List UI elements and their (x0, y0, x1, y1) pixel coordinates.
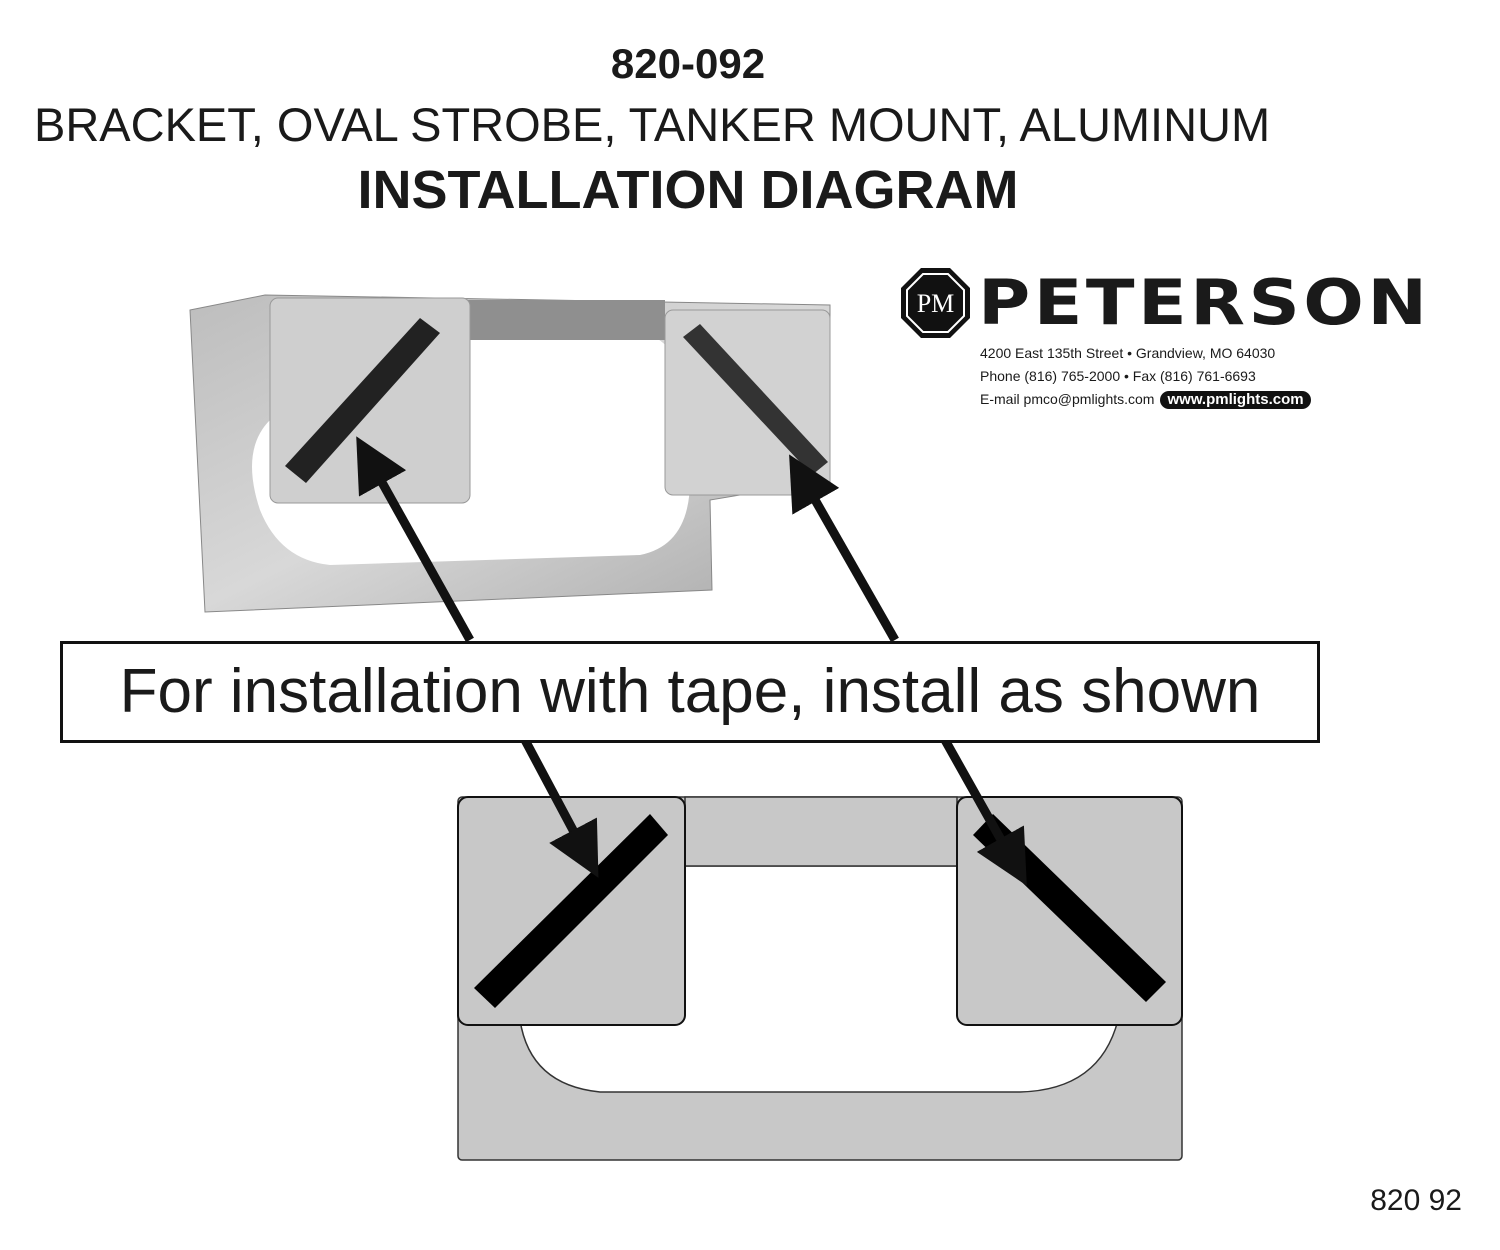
arrow-icon (789, 454, 899, 643)
bracket-drawing (457, 796, 1183, 1161)
company-address: 4200 East 135th Street • Grandview, MO 6… (980, 345, 1276, 361)
company-website-link[interactable]: www.pmlights.com (1160, 391, 1311, 410)
instruction-callout: For installation with tape, install as s… (60, 641, 1320, 743)
company-phone-fax: Phone (816) 765-2000 • Fax (816) 761-669… (980, 368, 1256, 384)
tape-strip (683, 324, 828, 475)
company-name: PETERSON (978, 266, 1431, 339)
svg-text:PM: PM (917, 289, 955, 318)
pm-logo-icon: PM (901, 268, 970, 338)
bracket-photo (189, 294, 831, 613)
part-number: 820-092 (610, 40, 766, 87)
tape-strip (285, 318, 440, 483)
document-title: INSTALLATION DIAGRAM (357, 160, 1019, 220)
footer-code: 820 92 (1370, 1184, 1462, 1217)
arrow-icon (941, 737, 1027, 886)
company-email: E-mail pmco@pmlights.com (980, 391, 1155, 407)
arrow-icon (356, 436, 474, 643)
part-description: BRACKET, OVAL STROBE, TANKER MOUNT, ALUM… (34, 98, 1271, 151)
company-contact: E-mail pmco@pmlights.com www.pmlights.com (980, 389, 1311, 410)
tape-strip (474, 814, 668, 1008)
arrow-icon (521, 737, 599, 878)
pointer-arrows (356, 436, 1027, 886)
